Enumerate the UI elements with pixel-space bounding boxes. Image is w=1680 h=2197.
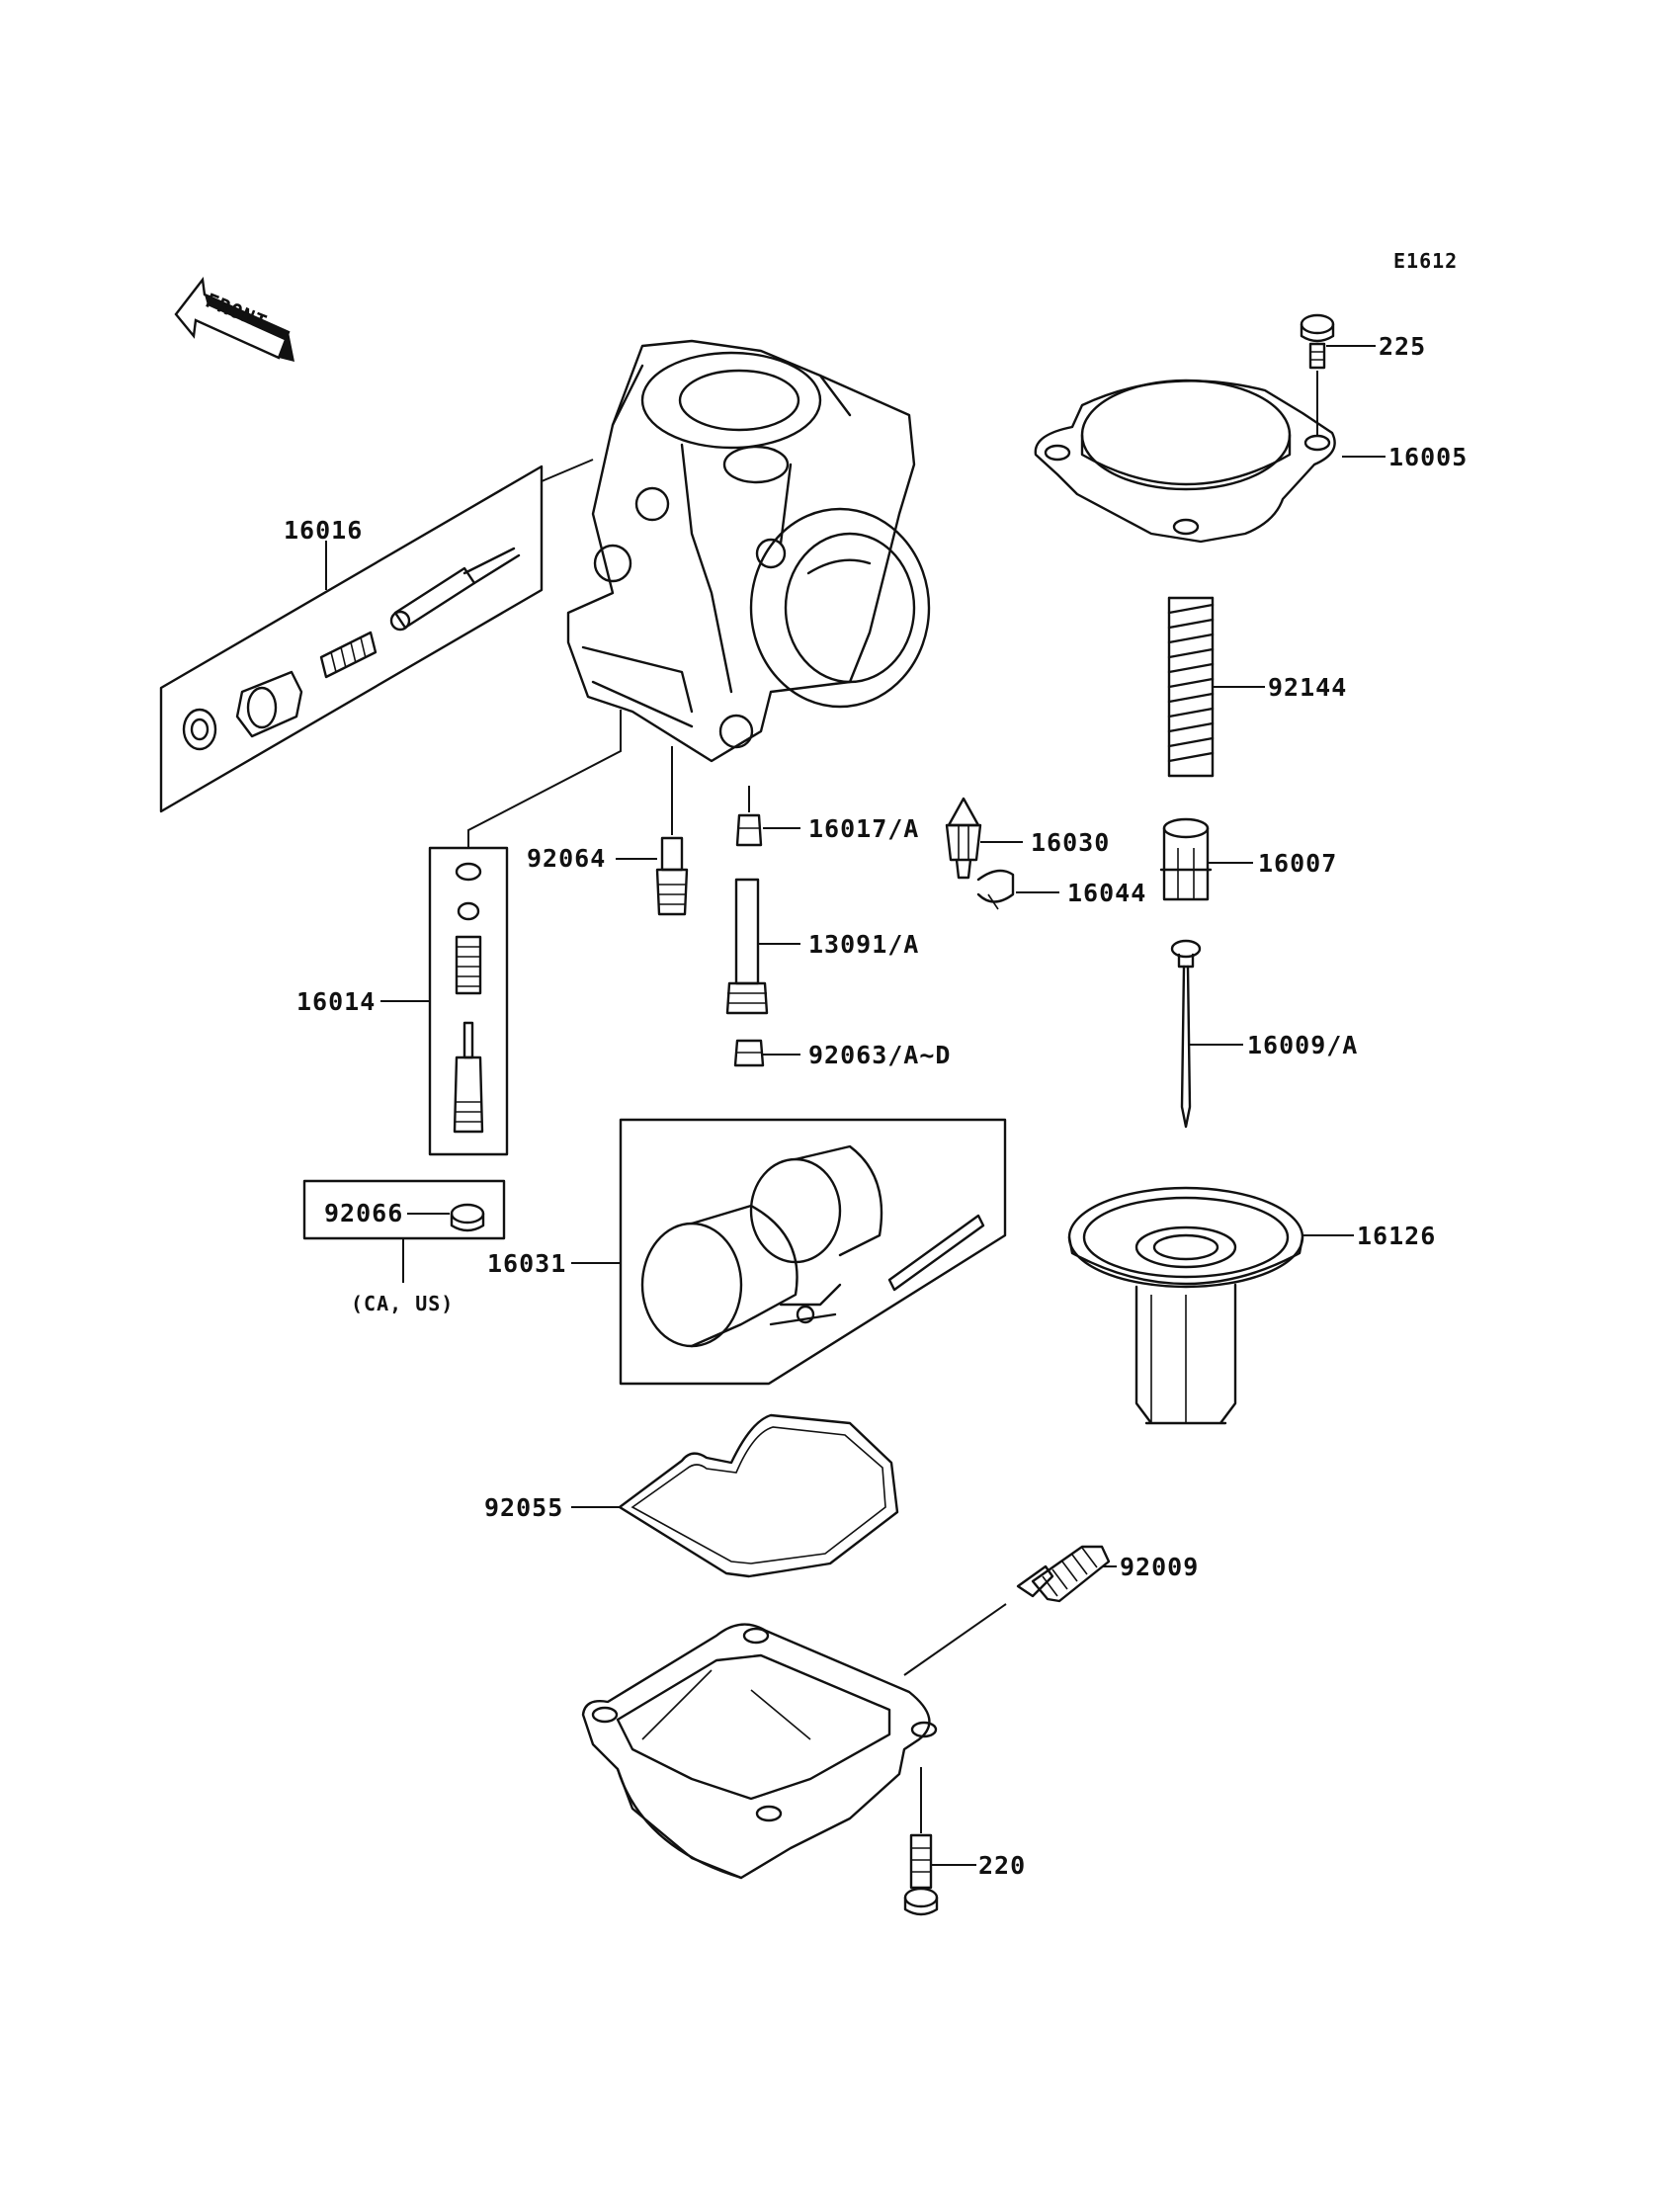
float-assembly-box xyxy=(619,1118,1007,1386)
needle-jet-13091 xyxy=(725,878,769,1015)
spring-92144 xyxy=(1167,596,1215,778)
part-label-16007: 16007 xyxy=(1258,849,1337,878)
needle-holder-16007 xyxy=(1159,817,1213,901)
part-label-16044: 16044 xyxy=(1067,879,1146,907)
carburetor-body xyxy=(566,339,931,763)
gasket-92055 xyxy=(618,1413,899,1578)
part-label-16014: 16014 xyxy=(296,987,376,1016)
part-label-92009: 92009 xyxy=(1120,1553,1199,1581)
part-label-16031: 16031 xyxy=(487,1249,566,1278)
part-label-220: 220 xyxy=(978,1851,1026,1880)
part-label-92055: 92055 xyxy=(484,1493,563,1522)
screw-92064 xyxy=(655,836,689,916)
part-label-16126: 16126 xyxy=(1357,1222,1436,1250)
note-ca-us: (CA, US) xyxy=(351,1292,454,1315)
jet-needle-16009 xyxy=(1170,939,1202,1129)
part-label-92066: 92066 xyxy=(324,1199,403,1227)
part-label-92144: 92144 xyxy=(1268,673,1347,702)
part-label-16009: 16009/A xyxy=(1247,1031,1358,1059)
float-bowl xyxy=(581,1623,938,1880)
needle-valve-16030 xyxy=(945,797,982,880)
part-label-92063: 92063/A~D xyxy=(808,1041,951,1069)
main-jet-92063 xyxy=(733,1039,765,1067)
diaphragm-16126 xyxy=(1067,1186,1304,1425)
pilot-screw-assembly-box xyxy=(159,465,544,813)
top-cover-16005 xyxy=(1034,379,1336,544)
part-label-13091: 13091/A xyxy=(808,930,919,959)
clip-16044 xyxy=(976,869,1015,910)
cap-box-92066 xyxy=(302,1179,506,1240)
diagram-code: E1612 xyxy=(1393,249,1458,273)
screw-92009 xyxy=(1016,1545,1111,1603)
starter-plunger-box xyxy=(428,846,509,1156)
part-label-16017: 16017/A xyxy=(808,814,919,843)
part-label-225: 225 xyxy=(1379,332,1426,361)
part-label-92064: 92064 xyxy=(527,844,606,873)
part-label-16016: 16016 xyxy=(284,516,363,545)
part-label-16005: 16005 xyxy=(1388,443,1468,471)
screw-225 xyxy=(1300,313,1335,370)
part-label-16030: 16030 xyxy=(1031,828,1110,857)
jet-16017 xyxy=(735,813,763,847)
screw-220 xyxy=(903,1833,939,1916)
front-arrow-icon: FRONT xyxy=(174,276,294,362)
